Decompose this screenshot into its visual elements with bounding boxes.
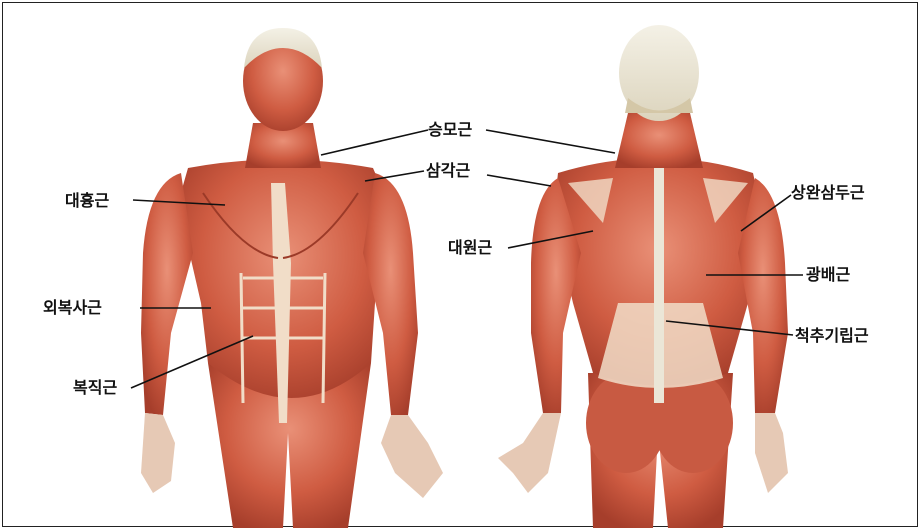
back-body: [498, 25, 788, 528]
label-rectus-abdominis: 복직근: [73, 380, 117, 396]
label-pectoralis-major: 대흉근: [65, 193, 109, 209]
label-teres-major: 대원근: [448, 240, 492, 256]
muscle-illustration: [3, 3, 919, 528]
leader-trapezius-back: [486, 130, 615, 153]
label-external-oblique: 외복사근: [43, 300, 102, 316]
front-body: [141, 28, 443, 528]
leader-deltoid-back: [487, 175, 551, 186]
label-triceps: 상완삼두근: [791, 185, 865, 201]
label-trapezius: 승모근: [428, 122, 472, 138]
label-latissimus-dorsi: 광배근: [806, 267, 850, 283]
label-erector-spinae: 척추기립근: [795, 328, 869, 344]
label-deltoid: 삼각근: [426, 163, 470, 179]
leader-trapezius-front: [321, 130, 428, 155]
